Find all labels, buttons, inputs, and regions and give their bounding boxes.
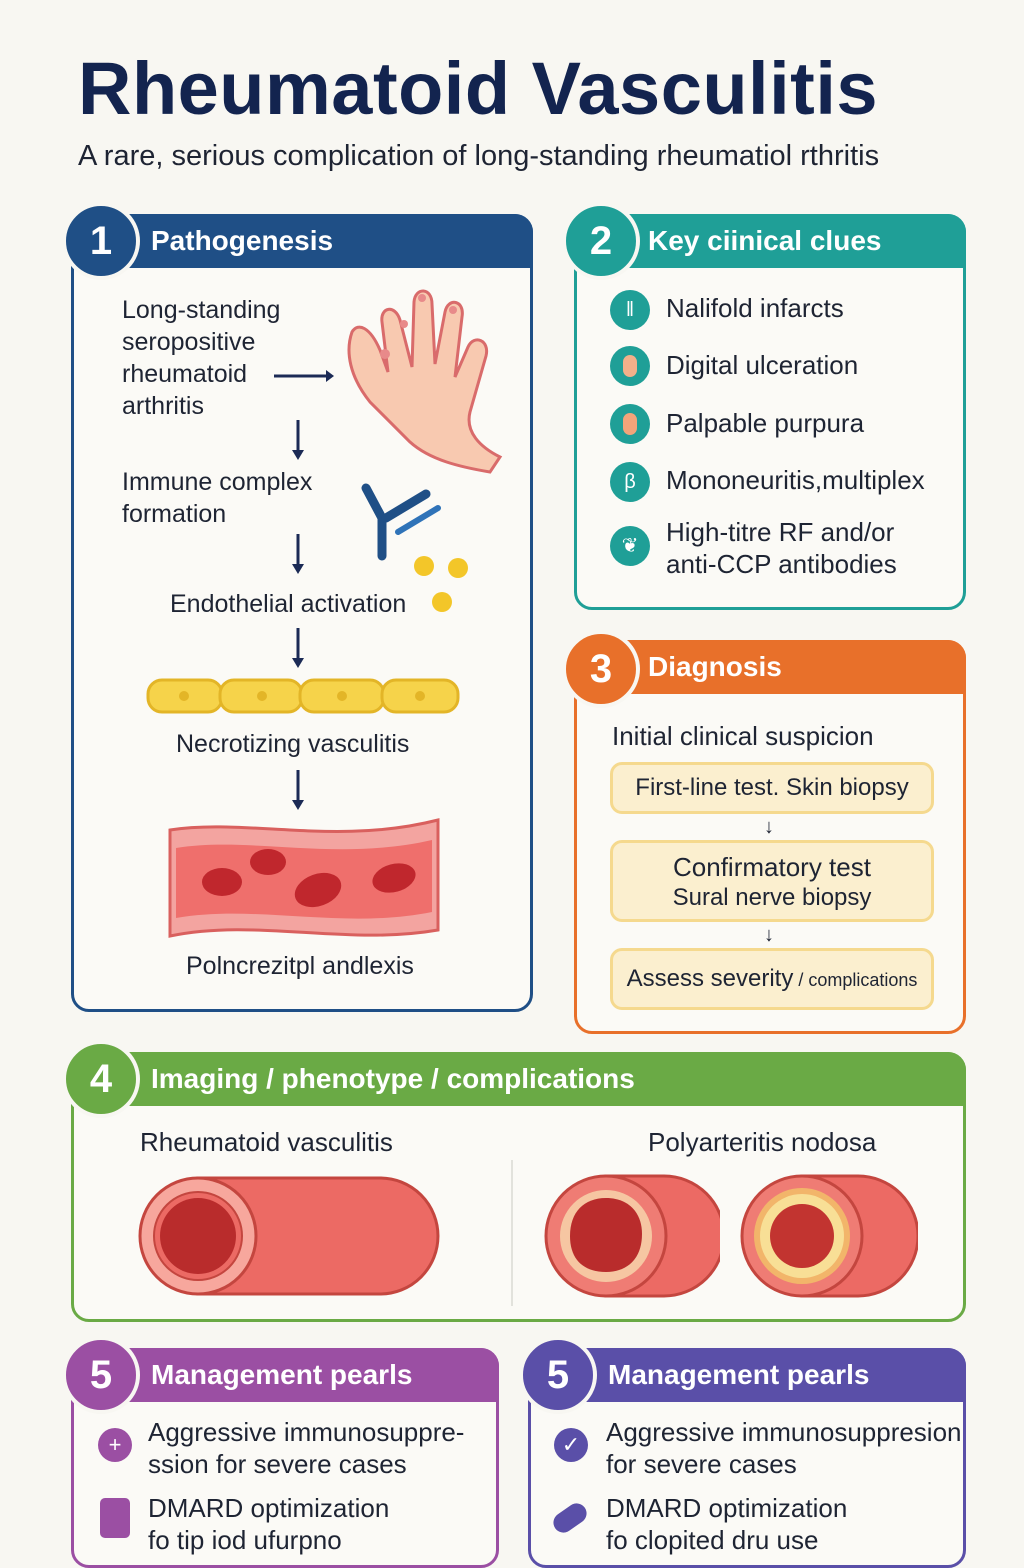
rheumatoid-vasculitis-label: Rheumatoid vasculitis — [140, 1127, 393, 1157]
immune-complex-dot — [432, 592, 452, 612]
finger-icon — [610, 346, 650, 386]
artery-cross-section-icon — [740, 1174, 918, 1298]
purpura-icon — [610, 404, 650, 444]
antibody-drop-icon: ❦ — [610, 526, 650, 566]
management-title-left: Management pearls — [151, 1359, 413, 1390]
antibody-icon — [361, 483, 441, 561]
clue-item-text: High-titre RF and/or anti-CCP antibodies — [666, 517, 897, 579]
management-item-text: Aggressive immunosuppre- ssion for sever… — [148, 1417, 465, 1479]
assess-severity-box: Assess severity / complications — [610, 948, 934, 1010]
immune-complex-dot — [448, 558, 468, 578]
management-panel-left: Management pearls — [71, 1348, 499, 1568]
imaging-number-badge: 4 — [62, 1040, 140, 1118]
management-title-right: Management pearls — [608, 1359, 870, 1390]
management-header-left: Management pearls — [71, 1348, 499, 1402]
step-immune-complex-text: Immune complex formation — [122, 468, 313, 528]
diagnosis-number-badge: 3 — [562, 630, 640, 708]
right-arrow-icon — [274, 370, 334, 382]
management-number-badge-left: 5 — [62, 1336, 140, 1414]
pathogenesis-number-badge: 1 — [62, 202, 140, 280]
management-number-badge-right: 5 — [519, 1336, 597, 1414]
artery-cross-section-icon — [138, 1176, 440, 1296]
down-arrow-icon — [292, 420, 304, 460]
clue-item-text: Palpable purpura — [666, 408, 865, 438]
confirmatory-test-box: Confirmatory test Sural nerve biopsy — [610, 840, 934, 922]
immune-complex-dot — [414, 556, 434, 576]
step-ra-text: Long-standing seropositive rheumatoid ar… — [122, 296, 281, 420]
pathogenesis-title: Pathogenesis — [151, 225, 334, 256]
management-item-text: Aggressive immunosuppresion for severe c… — [606, 1417, 962, 1479]
down-arrow-icon — [292, 628, 304, 668]
diagnosis-intro: Initial clinical suspicion — [612, 721, 874, 751]
first-line-test-box: First-line test. Skin biopsy — [610, 762, 934, 814]
pill-bottle-icon — [100, 1498, 130, 1538]
endothelium-icon — [146, 678, 460, 714]
clue-item-text: Mononeuritis,multiplex — [666, 465, 925, 495]
down-arrow-icon: ↓ — [764, 924, 774, 946]
step-necrotizing-text: Necrotizing vasculitis — [176, 730, 410, 758]
down-arrow-icon — [292, 534, 304, 574]
diagnosis-title: Diagnosis — [648, 651, 782, 682]
shield-check-icon: ✓ — [554, 1428, 588, 1462]
artery-cross-section-icon — [544, 1174, 720, 1298]
clue-item-text: Nalifold infarcts — [666, 293, 844, 323]
step-endothelial-text: Endothelial activation — [170, 590, 407, 618]
management-item-text: DMARD optimization fo tip iod ufurpno — [148, 1493, 390, 1555]
page-subtitle: A rare, serious complication of long-sta… — [78, 140, 880, 172]
step-final-text: Polncrezitpl andlexis — [186, 952, 414, 980]
management-item-text: DMARD optimization fo clopited dru use — [606, 1493, 848, 1555]
clues-title: Key ciinical clues — [648, 225, 882, 256]
down-arrow-icon: ↓ — [764, 816, 774, 838]
clue-item-text: Digital ulceration — [666, 350, 859, 380]
hand-icon — [347, 289, 503, 474]
down-arrow-icon — [292, 770, 304, 810]
page-title: Rheumatoid Vasculitis — [78, 47, 879, 130]
polyarteritis-label: Polyarteritis nodosa — [648, 1127, 877, 1157]
nerve-icon: β — [610, 462, 650, 502]
divider — [511, 1160, 513, 1306]
shield-plus-icon: + — [98, 1428, 132, 1462]
pathogenesis-header: Pathogenesis — [71, 214, 533, 268]
management-header-right: Management pearls — [528, 1348, 966, 1402]
imaging-header: Imaging / phenotype / complications — [71, 1052, 966, 1106]
nailfold-icon: ‖ — [610, 290, 650, 330]
imaging-title: Imaging / phenotype / complications — [151, 1063, 635, 1094]
vessel-icon — [168, 818, 440, 938]
clues-number-badge: 2 — [562, 202, 640, 280]
